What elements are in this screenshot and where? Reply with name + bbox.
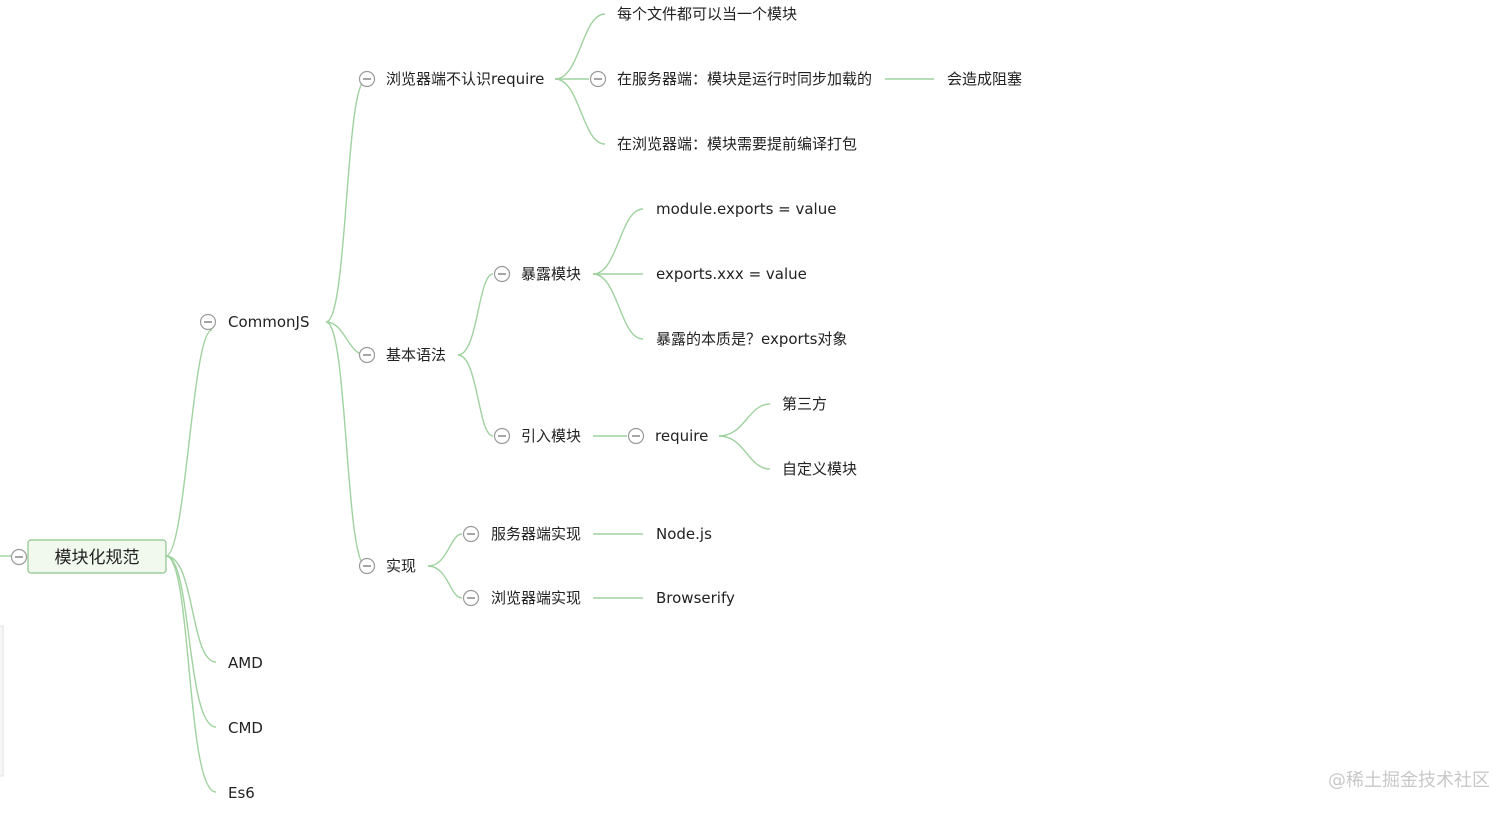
collapse-toggle-root[interactable] bbox=[10, 548, 28, 566]
connector-impl-server bbox=[427, 533, 463, 567]
connector-syntax-expose bbox=[457, 273, 494, 356]
connector-root-amd bbox=[165, 555, 217, 663]
collapse-toggle-import-module[interactable] bbox=[493, 427, 511, 445]
node-third-party[interactable]: 第三方 bbox=[782, 395, 827, 413]
collapse-toggle-implementation[interactable] bbox=[358, 557, 376, 575]
collapse-toggle-basic-syntax[interactable] bbox=[358, 346, 376, 364]
connector-commonjs-impl bbox=[325, 321, 367, 567]
collapse-toggle-commonjs[interactable] bbox=[199, 313, 217, 331]
node-custom-module[interactable]: 自定义模块 bbox=[782, 460, 857, 478]
node-import-module[interactable]: 引入模块 bbox=[521, 427, 581, 445]
collapse-toggle-server-impl[interactable] bbox=[462, 525, 480, 543]
node-each-file-module[interactable]: 每个文件都可以当一个模块 bbox=[617, 5, 797, 23]
connector-browser-each-file bbox=[554, 13, 606, 80]
node-amd[interactable]: AMD bbox=[228, 654, 263, 672]
connector-expose-essence bbox=[592, 273, 644, 340]
connector-commonjs-syntax bbox=[325, 321, 367, 356]
watermark-text: @稀土掘金技术社区 bbox=[1328, 770, 1490, 791]
node-require[interactable]: require bbox=[655, 427, 708, 445]
node-basic-syntax[interactable]: 基本语法 bbox=[386, 346, 446, 364]
node-browser-compile[interactable]: 在浏览器端：模块需要提前编译打包 bbox=[617, 135, 857, 153]
connector-root-es6 bbox=[165, 555, 217, 793]
connector-require-third bbox=[718, 403, 771, 437]
node-will-block[interactable]: 会造成阻塞 bbox=[947, 70, 1022, 88]
connector-syntax-import bbox=[457, 354, 494, 437]
node-exports-xxx[interactable]: exports.xxx = value bbox=[656, 265, 807, 283]
node-expose-essence[interactable]: 暴露的本质是？exports对象 bbox=[656, 330, 847, 348]
connector-root-cmd bbox=[165, 555, 217, 728]
node-browser-no-require[interactable]: 浏览器端不认识require bbox=[386, 70, 544, 88]
node-es6[interactable]: Es6 bbox=[228, 784, 255, 802]
node-module-exports[interactable]: module.exports = value bbox=[656, 200, 836, 218]
collapse-toggle-server-sync[interactable] bbox=[589, 70, 607, 88]
root-node[interactable]: 模块化规范 bbox=[27, 539, 167, 574]
mindmap-connectors bbox=[0, 13, 934, 793]
node-cmd[interactable]: CMD bbox=[228, 719, 263, 737]
connector-impl-browser bbox=[427, 565, 463, 599]
collapse-toggle-expose-module[interactable] bbox=[493, 265, 511, 283]
connector-root-commonjs bbox=[165, 329, 213, 557]
connector-expose-module-exports bbox=[592, 208, 644, 275]
connector-commonjs-browser bbox=[325, 79, 367, 323]
collapse-toggle-browser-no-require[interactable] bbox=[358, 70, 376, 88]
node-browser-impl[interactable]: 浏览器端实现 bbox=[491, 589, 581, 607]
connector-require-custom bbox=[718, 435, 771, 470]
node-commonjs[interactable]: CommonJS bbox=[228, 313, 310, 331]
root-node-box[interactable] bbox=[27, 539, 167, 574]
node-implementation[interactable]: 实现 bbox=[386, 557, 416, 575]
collapse-toggle-require[interactable] bbox=[627, 427, 645, 445]
root-node-label[interactable]: 模块化规范 bbox=[55, 548, 140, 568]
left-panel-edge bbox=[0, 625, 4, 777]
node-browserify[interactable]: Browserify bbox=[656, 589, 735, 607]
node-node-js[interactable]: Node.js bbox=[656, 525, 712, 543]
connector-browser-compile bbox=[554, 78, 606, 145]
node-server-impl[interactable]: 服务器端实现 bbox=[491, 525, 581, 543]
node-server-side-sync[interactable]: 在服务器端：模块是运行时同步加载的 bbox=[617, 70, 872, 88]
collapse-toggle-browser-impl[interactable] bbox=[462, 589, 480, 607]
node-expose-module[interactable]: 暴露模块 bbox=[521, 265, 581, 283]
